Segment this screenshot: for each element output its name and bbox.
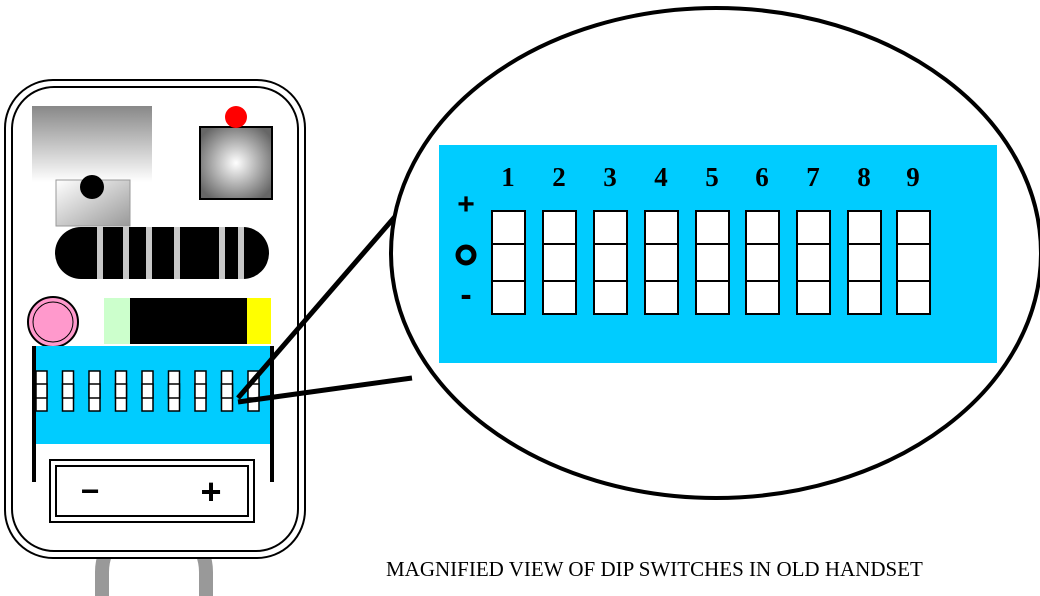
battery-minus-label: − (81, 473, 100, 509)
dip-switch-1 (491, 210, 526, 315)
switch-number-2: 2 (552, 162, 566, 192)
square-button (199, 126, 273, 200)
position-plus-label: + (457, 188, 475, 221)
dip-switch-8 (847, 210, 882, 315)
dip-switch-6 (745, 210, 780, 315)
magnified-dip-switches (491, 210, 931, 315)
switch-number-labels: 1 2 3 4 5 6 7 8 9 (501, 162, 920, 192)
dip-switch-4 (644, 210, 679, 315)
switch-number-8: 8 (857, 162, 871, 192)
pill-component (55, 227, 269, 279)
small-dip-switch (247, 370, 260, 412)
battery: − + (49, 459, 255, 523)
remote-handset: − + (4, 79, 306, 559)
dip-switch-9 (896, 210, 931, 315)
switch-number-5: 5 (705, 162, 719, 192)
switch-number-1: 1 (501, 162, 515, 192)
small-dip-switch (61, 370, 75, 412)
switch-number-6: 6 (755, 162, 769, 192)
pink-button (27, 296, 79, 348)
magnifier-line-bottom (237, 375, 413, 405)
switch-number-7: 7 (806, 162, 820, 192)
switch-number-3: 3 (603, 162, 617, 192)
position-minus-label: - (460, 276, 471, 314)
dip-switch-7 (796, 210, 831, 315)
chip-body (130, 298, 247, 344)
black-dot (80, 175, 104, 199)
chip-green-end (104, 298, 130, 344)
small-dip-switch (141, 370, 154, 412)
dip-switch-3 (593, 210, 628, 315)
small-dip-switch (194, 370, 207, 412)
magnifier-line-top (236, 195, 414, 400)
top-gradient-block (32, 106, 152, 182)
small-dip-switch (114, 370, 128, 412)
small-dip-switch (35, 370, 48, 412)
battery-plus-label: + (200, 471, 221, 512)
small-dip-switches (35, 370, 260, 412)
small-dip-switch (88, 370, 101, 412)
switch-number-4: 4 (654, 162, 668, 192)
red-led-indicator (225, 106, 247, 128)
dip-switch-2 (542, 210, 577, 315)
dip-switch-5 (695, 210, 730, 315)
chip-yellow-end (247, 298, 271, 344)
small-dip-switch (167, 370, 181, 412)
small-dip-switch (220, 370, 234, 412)
position-off-marker (455, 244, 477, 266)
caption: MAGNIFIED VIEW OF DIP SWITCHES IN OLD HA… (386, 557, 923, 581)
pill-stripes (97, 227, 244, 279)
switch-number-9: 9 (906, 162, 920, 192)
